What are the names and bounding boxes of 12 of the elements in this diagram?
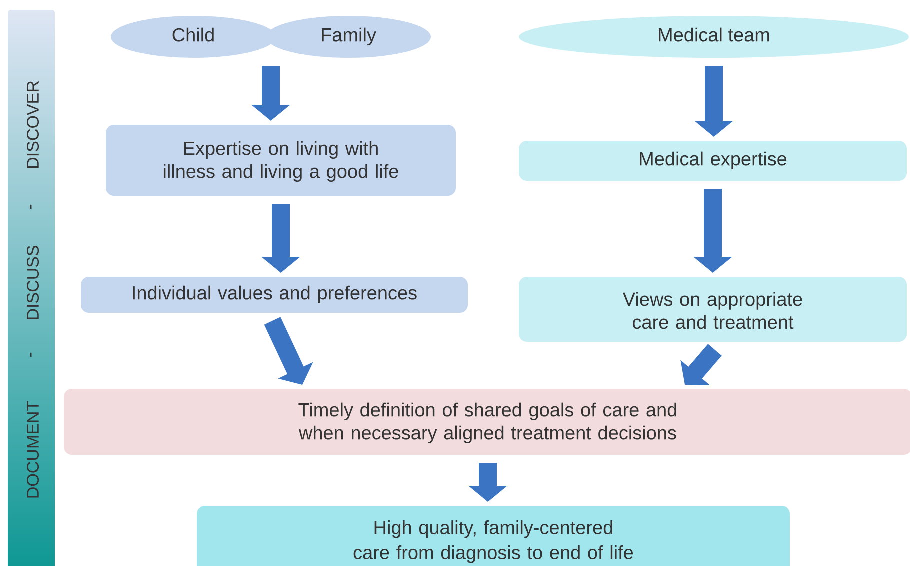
phase-label: DISCUSS xyxy=(26,246,40,320)
process-box: Timely definition of shared goals of care and when necessary aligned treatment decisions xyxy=(64,389,910,455)
phase-label: DISCOVER xyxy=(26,81,40,168)
process-box: Medical expertise xyxy=(519,141,907,181)
process-box: High quality, family-centered care from diagnosis to end of life xyxy=(197,506,790,566)
block-arrow xyxy=(264,317,314,385)
process-box: Expertise on living with illness and living a good life xyxy=(106,125,456,196)
process-box: Views on appropriate care and treatment xyxy=(519,277,907,342)
phase-label: - xyxy=(30,204,32,210)
process-box: Individual values and preferences xyxy=(81,277,468,313)
phase-label: - xyxy=(30,352,32,358)
phase-label: DOCUMENT xyxy=(26,401,40,498)
